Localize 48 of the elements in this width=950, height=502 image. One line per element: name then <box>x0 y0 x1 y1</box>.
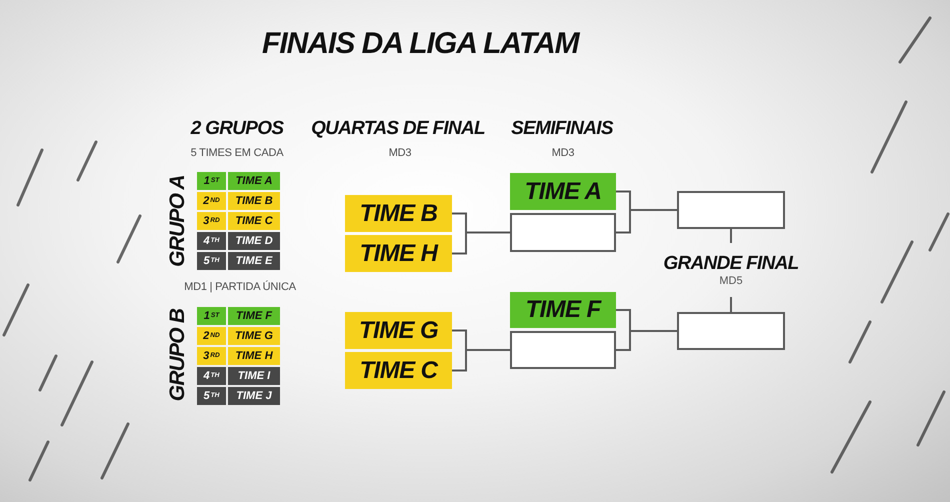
bracket-line <box>452 349 510 372</box>
team-tag: TIME F <box>228 307 280 325</box>
rank-tag: 1$^{ST}$ <box>197 307 226 325</box>
empty-slot <box>510 331 616 369</box>
rank-tag: 1$^{ST}$ <box>197 172 226 190</box>
empty-slot <box>677 191 785 229</box>
bracket-line <box>452 232 510 254</box>
team-tag: TIME C <box>228 212 280 230</box>
rank-tag: 5$^{TH}$ <box>197 387 226 405</box>
bracket-line <box>616 330 677 351</box>
team-tag: TIME A <box>228 172 280 190</box>
team-tag: TIME I <box>228 367 280 385</box>
section-heading: 2 GRUPOS <box>190 117 285 141</box>
rank-tag: 4$^{TH}$ <box>197 367 226 385</box>
group-label: GRUPO B <box>165 308 190 404</box>
format-note: MD3 <box>388 146 412 160</box>
rank-tag: 2$^{ND}$ <box>197 327 226 345</box>
team-slot: TIME G <box>345 312 452 349</box>
rank-tag: 4$^{TH}$ <box>197 232 226 250</box>
team-slot: TIME C <box>345 352 452 389</box>
connector-line <box>730 229 732 243</box>
connector-line <box>730 297 732 312</box>
bracket-line <box>616 209 677 234</box>
format-note: 5 TIMES EM CADA <box>190 146 284 160</box>
section-heading: QUARTAS DE FINAL <box>310 117 486 141</box>
rank-tag: 3$^{RD}$ <box>197 212 226 230</box>
team-slot: TIME A <box>510 173 616 210</box>
empty-slot <box>677 312 785 350</box>
group-label: GRUPO A <box>165 174 190 269</box>
match-format: MD5 <box>719 274 743 288</box>
rank-tag: 3$^{RD}$ <box>197 347 226 365</box>
stage-title: GRANDE FINAL <box>663 252 799 274</box>
team-tag: TIME H <box>228 347 280 365</box>
rank-tag: 5$^{TH}$ <box>197 252 226 270</box>
format-note: MD1 | PARTIDA ÚNICA <box>183 280 297 294</box>
empty-slot <box>510 213 616 252</box>
team-tag: TIME B <box>228 192 280 210</box>
team-tag: TIME J <box>228 387 280 405</box>
team-slot: TIME B <box>345 195 452 232</box>
team-slot: TIME F <box>510 292 616 328</box>
section-heading: SEMIFINAIS <box>510 117 614 141</box>
team-slot: TIME H <box>345 235 452 272</box>
format-note: MD3 <box>550 146 576 160</box>
page-title: FINAIS DA LIGA LATAM <box>262 26 579 62</box>
team-tag: TIME E <box>228 252 280 270</box>
team-tag: TIME G <box>228 327 280 345</box>
rank-tag: 2$^{ND}$ <box>197 192 226 210</box>
team-tag: TIME D <box>228 232 280 250</box>
